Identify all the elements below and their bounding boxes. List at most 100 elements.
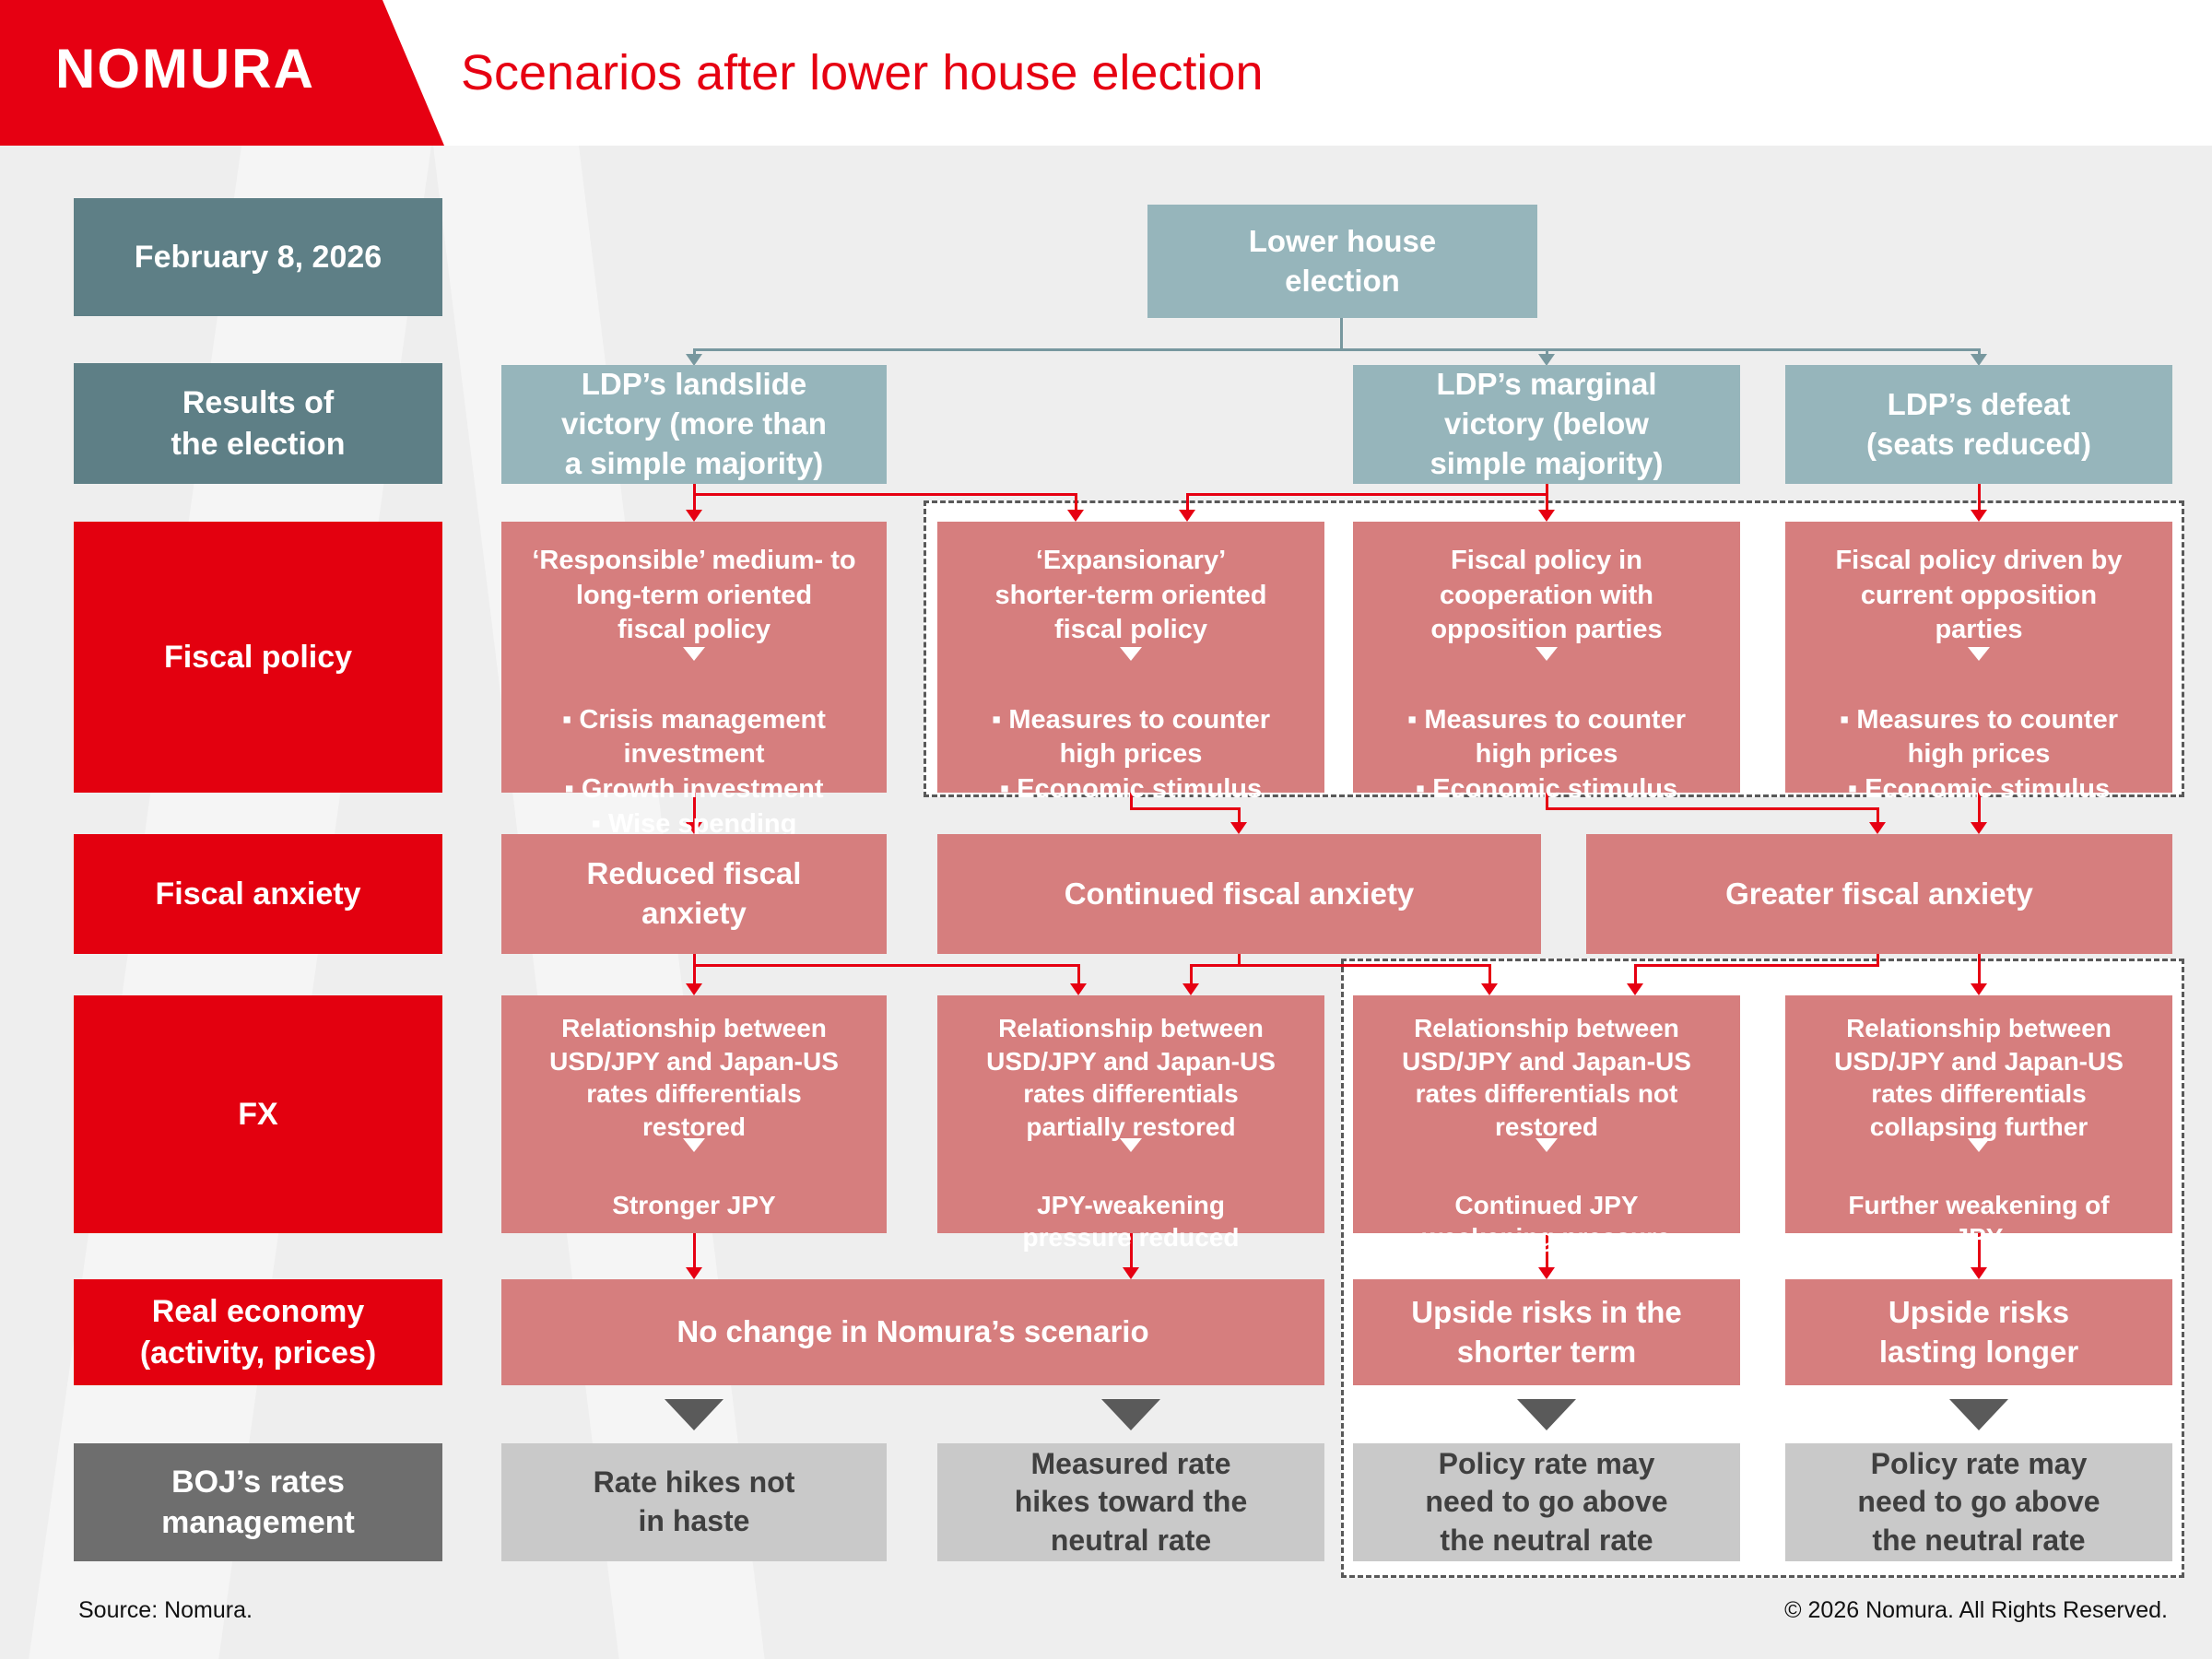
node-bullet: ▪ Measures to counter high prices [1407,704,1686,770]
row-label-date: February 8, 2026 [74,198,442,316]
node-head: Fiscal policy driven by current oppositi… [1835,546,2123,645]
down-arrow-icon [1968,647,1990,694]
row-label-results: Results of the election [74,363,442,484]
node-fiscal-expansionary: ‘Expansionary’ shorter-term oriented fis… [937,522,1324,804]
node-ldp-landslide-victory: LDP’s landslide victory (more than a sim… [501,365,887,484]
arrowhead-down [1070,983,1087,995]
node-ldp-defeat: LDP’s defeat (seats reduced) [1785,365,2172,484]
connector-line [1130,807,1241,810]
node-head: Relationship between USD/JPY and Japan-U… [1834,1014,2124,1141]
arrowhead-down [1538,354,1555,366]
arrowhead-down [1067,510,1084,522]
down-arrow-icon [683,1138,705,1183]
connector-line [1634,964,1637,983]
node-head: Fiscal policy in cooperation with opposi… [1430,546,1663,645]
arrowhead-down [1123,1267,1139,1279]
node-fiscal-cooperation: Fiscal policy in cooperation with opposi… [1353,522,1740,804]
arrow-head [1120,1138,1142,1182]
arrowhead-down [1869,822,1886,834]
connector-line [1877,954,1879,967]
connector-line [693,484,696,511]
arrowhead-down [1179,510,1195,522]
node-head: Relationship between USD/JPY and Japan-U… [549,1014,839,1141]
connector-line [1488,964,1491,983]
gray-triangle-marker [1517,1399,1576,1430]
connector-line [1077,964,1080,983]
node-reduced-fiscal-anxiety: Reduced fiscal anxiety [501,834,887,954]
row-label-fiscal-policy: Fiscal policy [74,522,442,793]
node-greater-fiscal-anxiety: Greater fiscal anxiety [1586,834,2172,954]
arrow-head [1968,1138,1990,1182]
connector-line [1546,484,1548,511]
connector-line [693,1233,696,1267]
arrow-head [1120,647,1142,691]
connector-line [1978,1233,1981,1267]
node-rate-hikes-not-in-haste: Rate hikes not in haste [501,1443,887,1561]
node-fx-not-restored: Relationship between USD/JPY and Japan-U… [1353,995,1740,1252]
node-head: Relationship between USD/JPY and Japan-U… [986,1014,1276,1141]
connector-line [1186,493,1189,511]
connector-line [1546,348,1548,356]
node-ldp-marginal-victory: LDP’s marginal victory (below simple maj… [1353,365,1740,484]
connector-line [1190,964,1491,967]
connector-line [693,348,1981,351]
connector-line [694,493,1077,496]
page-title: Scenarios after lower house election [461,45,1264,100]
node-bullet: ▪ Measures to counter high prices [992,704,1270,770]
node-head: ‘Responsible’ medium- to long-term orien… [532,546,856,645]
arrowhead-down [1538,1267,1555,1279]
connector-line [1238,954,1241,967]
node-bullet: ▪ Crisis management investment [562,704,826,770]
node-bullet: ▪ Measures to counter high prices [1840,704,2118,770]
node-fx-partially-restored: Relationship between USD/JPY and Japan-U… [937,995,1324,1252]
arrowhead-down [1971,354,1987,366]
connector-line [1546,807,1879,810]
arrowhead-down [1971,510,1987,522]
arrowhead-down [686,983,702,995]
arrowhead-down [1230,822,1247,834]
node-bullet: ▪ Economic stimulus [1415,774,1678,805]
connector-line [1340,318,1343,348]
arrow-head [1968,647,1990,691]
arrowhead-down [686,354,702,366]
gray-triangle-marker [1101,1399,1160,1430]
node-fiscal-opposition: Fiscal policy driven by current oppositi… [1785,522,2172,804]
arrowhead-down [1971,822,1987,834]
node-tail: Continued JPY weakening pressure [1422,1190,1671,1253]
node-fiscal-responsible: ‘Responsible’ medium- to long-term orien… [501,522,887,839]
node-upside-risks-longer: Upside risks lasting longer [1785,1279,2172,1385]
node-lower-house-election: Lower house election [1147,205,1537,318]
arrowhead-down [1538,510,1555,522]
arrow-head [683,647,705,691]
connector-line [1877,807,1879,822]
row-label-real-economy: Real economy (activity, prices) [74,1279,442,1385]
node-head: Relationship between USD/JPY and Japan-U… [1402,1014,1691,1141]
connector-line [1978,484,1981,511]
node-tail: JPY-weakening pressure reduced [1022,1190,1240,1253]
nomura-logo: NOMURA [55,38,315,100]
node-bullet: ▪ Economic stimulus [999,774,1263,805]
connector-line [1075,493,1077,511]
node-measured-rate-hikes: Measured rate hikes toward the neutral r… [937,1443,1324,1561]
arrowhead-down [686,510,702,522]
row-label-fx: FX [74,995,442,1233]
arrowhead-down [686,1267,702,1279]
row-label-fiscal-anxiety: Fiscal anxiety [74,834,442,954]
gray-triangle-marker [1949,1399,2008,1430]
connector-line [693,348,696,356]
down-arrow-icon [1968,1138,1990,1183]
connector-line [1978,793,1981,822]
node-tail: Stronger JPY [612,1190,776,1219]
connector-line [694,964,1080,967]
source-note: Source: Nomura. [78,1597,253,1623]
arrowhead-down [1971,983,1987,995]
connector-line [1634,964,1879,967]
down-arrow-icon [1120,647,1142,694]
node-bullet: ▪ Economic stimulus [1847,774,2111,805]
node-fx-restored: Relationship between USD/JPY and Japan-U… [501,995,887,1233]
node-bullet: ▪ Growth investment [564,774,824,805]
down-arrow-icon [1120,1138,1142,1183]
connector-line [1546,793,1548,810]
arrow-head [1535,647,1558,691]
node-policy-rate-above-neutral-1: Policy rate may need to go above the neu… [1353,1443,1740,1561]
